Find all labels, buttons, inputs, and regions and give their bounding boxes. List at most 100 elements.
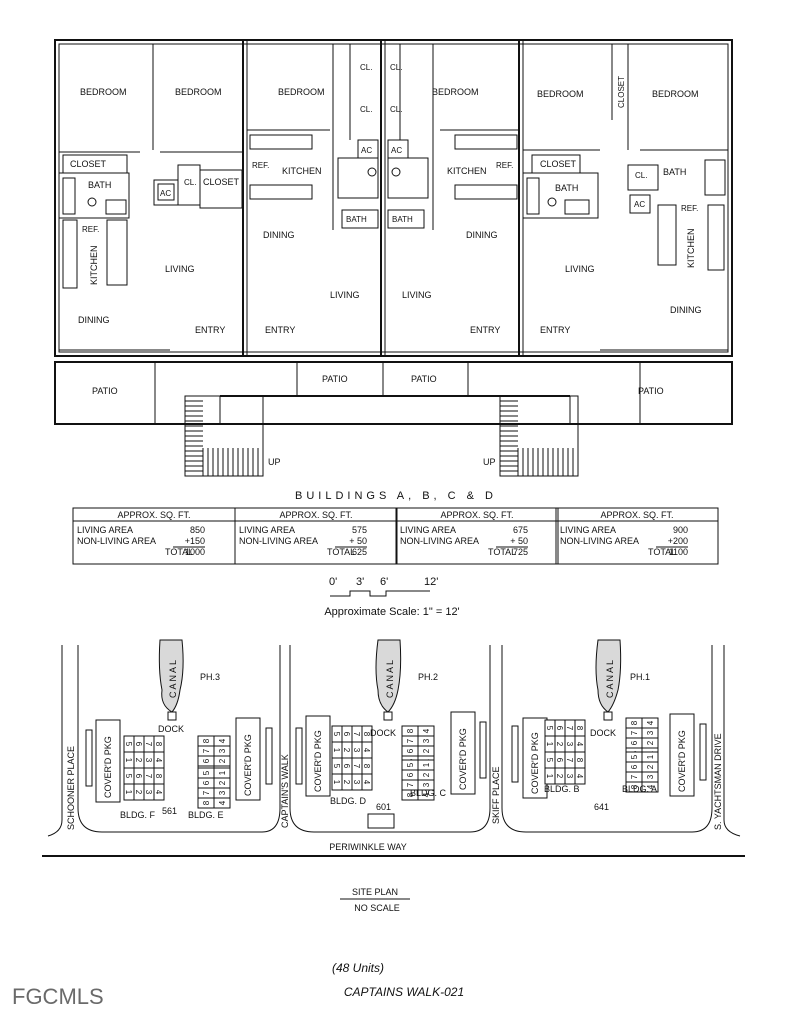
unit-number: 1 bbox=[218, 770, 227, 775]
unit-number: 6 bbox=[202, 780, 211, 785]
room-label: BEDROOM bbox=[175, 87, 222, 97]
building-label: BLDG. B bbox=[544, 784, 580, 794]
site-labels: PH.3 PH.2 PH.1 CANAL CANAL CANAL DOCK DO… bbox=[66, 658, 723, 852]
room-label: KITCHEN bbox=[686, 228, 696, 268]
unit-number: 6 bbox=[134, 742, 143, 747]
covered-parking bbox=[305, 715, 331, 797]
parking-island bbox=[699, 723, 707, 781]
unit-cell bbox=[641, 781, 659, 793]
unit-number: 8 bbox=[202, 800, 211, 805]
unit-number: 6 bbox=[555, 726, 564, 731]
room-label: PATIO bbox=[322, 374, 348, 384]
parking-island bbox=[85, 729, 93, 787]
u1-sink bbox=[105, 199, 127, 215]
room-label: PATIO bbox=[411, 374, 437, 384]
sqft-r1-label: LIVING AREA bbox=[400, 525, 456, 535]
sqft-r2-label: NON-LIVING AREA bbox=[77, 536, 156, 546]
sqft-r1-value: 675 bbox=[513, 525, 528, 535]
unit-number: 8 bbox=[630, 720, 639, 725]
sqft-r3-value: 625 bbox=[352, 547, 367, 557]
covered-parking bbox=[669, 713, 695, 797]
u1-counter2 bbox=[106, 219, 128, 286]
unit-number: 3 bbox=[565, 742, 574, 747]
address-number: 561 bbox=[162, 806, 177, 816]
unit-number: 4 bbox=[646, 784, 655, 789]
u4-bath bbox=[522, 172, 599, 219]
room-label: CLOSET bbox=[617, 76, 626, 108]
room-label: KITCHEN bbox=[282, 166, 322, 176]
scale-tick-label: 12' bbox=[424, 576, 438, 588]
unit-number: 7 bbox=[406, 782, 415, 787]
room-label: ENTRY bbox=[265, 325, 295, 335]
block-b-a bbox=[501, 645, 713, 833]
building-label: BLDG. C bbox=[410, 788, 447, 798]
unit-number: 1 bbox=[545, 742, 554, 747]
unit-number: 2 bbox=[134, 790, 143, 795]
unit-number: 8 bbox=[575, 726, 584, 731]
street-edge bbox=[47, 645, 63, 837]
unit-number: 3 bbox=[422, 738, 431, 743]
covered-parking bbox=[95, 719, 121, 803]
unit-number: 3 bbox=[144, 758, 153, 763]
sqft-r2-label: NON-LIVING AREA bbox=[400, 536, 479, 546]
block-f-e bbox=[77, 645, 281, 833]
sqft-header: APPROX. SQ. FT. bbox=[600, 510, 673, 520]
covered-parking-label: COVER'D PKG bbox=[458, 728, 468, 790]
room-label: REF. bbox=[252, 161, 269, 170]
room-label: AC bbox=[391, 146, 402, 155]
room-label: AC bbox=[634, 200, 645, 209]
unit-number: 8 bbox=[154, 742, 163, 747]
u2-toilet bbox=[367, 167, 377, 177]
sqft-r1-label: LIVING AREA bbox=[239, 525, 295, 535]
unit-number: 4 bbox=[154, 790, 163, 795]
unit-number: 8 bbox=[406, 792, 415, 797]
u1-bath bbox=[58, 172, 130, 219]
u1-tub bbox=[62, 177, 76, 215]
sqft-table-frame bbox=[555, 507, 719, 565]
unit-number: 8 bbox=[630, 784, 639, 789]
u4-sink bbox=[564, 199, 590, 215]
unit-number: 5 bbox=[630, 754, 639, 759]
covered-parking-label: COVER'D PKG bbox=[313, 730, 323, 792]
u4-counter bbox=[657, 204, 677, 266]
room-label: DINING bbox=[466, 230, 498, 240]
dock-label: DOCK bbox=[370, 728, 396, 738]
unit-number: 3 bbox=[646, 774, 655, 779]
room-label: AC bbox=[160, 189, 171, 198]
room-label: BATH bbox=[392, 215, 413, 224]
u2-bath-area bbox=[337, 157, 379, 199]
scale-caption: Approximate Scale: 1" = 12' bbox=[324, 606, 459, 618]
covered-parking bbox=[450, 711, 476, 795]
footer-units: (48 Units) bbox=[332, 961, 384, 975]
unit-number: 1 bbox=[422, 762, 431, 767]
building-outline bbox=[54, 39, 733, 357]
unit-number: 7 bbox=[565, 758, 574, 763]
patio-band bbox=[54, 361, 733, 425]
canal-label: CANAL bbox=[168, 658, 178, 698]
unit-number: 1 bbox=[124, 790, 133, 795]
room-label: ENTRY bbox=[540, 325, 570, 335]
unit-number: 4 bbox=[646, 720, 655, 725]
covered-parking-label: COVER'D PKG bbox=[103, 736, 113, 798]
unit-number: 3 bbox=[565, 774, 574, 779]
room-label: DINING bbox=[78, 315, 110, 325]
sqft-header: APPROX. SQ. FT. bbox=[279, 510, 352, 520]
u4-ac bbox=[629, 194, 651, 214]
scale-tick-label: 0' bbox=[329, 576, 337, 588]
unit-number: 5 bbox=[124, 742, 133, 747]
unit-number: 3 bbox=[144, 790, 153, 795]
unit-number: 2 bbox=[646, 764, 655, 769]
room-label: PATIO bbox=[92, 386, 118, 396]
room-label: CLOSET bbox=[70, 159, 107, 169]
street-label: PERIWINKLE WAY bbox=[329, 842, 407, 852]
sqft-table-frame bbox=[395, 507, 559, 565]
phase-label: PH.1 bbox=[630, 672, 650, 682]
sqft-r2-value: +200 bbox=[668, 536, 688, 546]
phase-label: PH.3 bbox=[200, 672, 220, 682]
unit-number: 6 bbox=[630, 764, 639, 769]
